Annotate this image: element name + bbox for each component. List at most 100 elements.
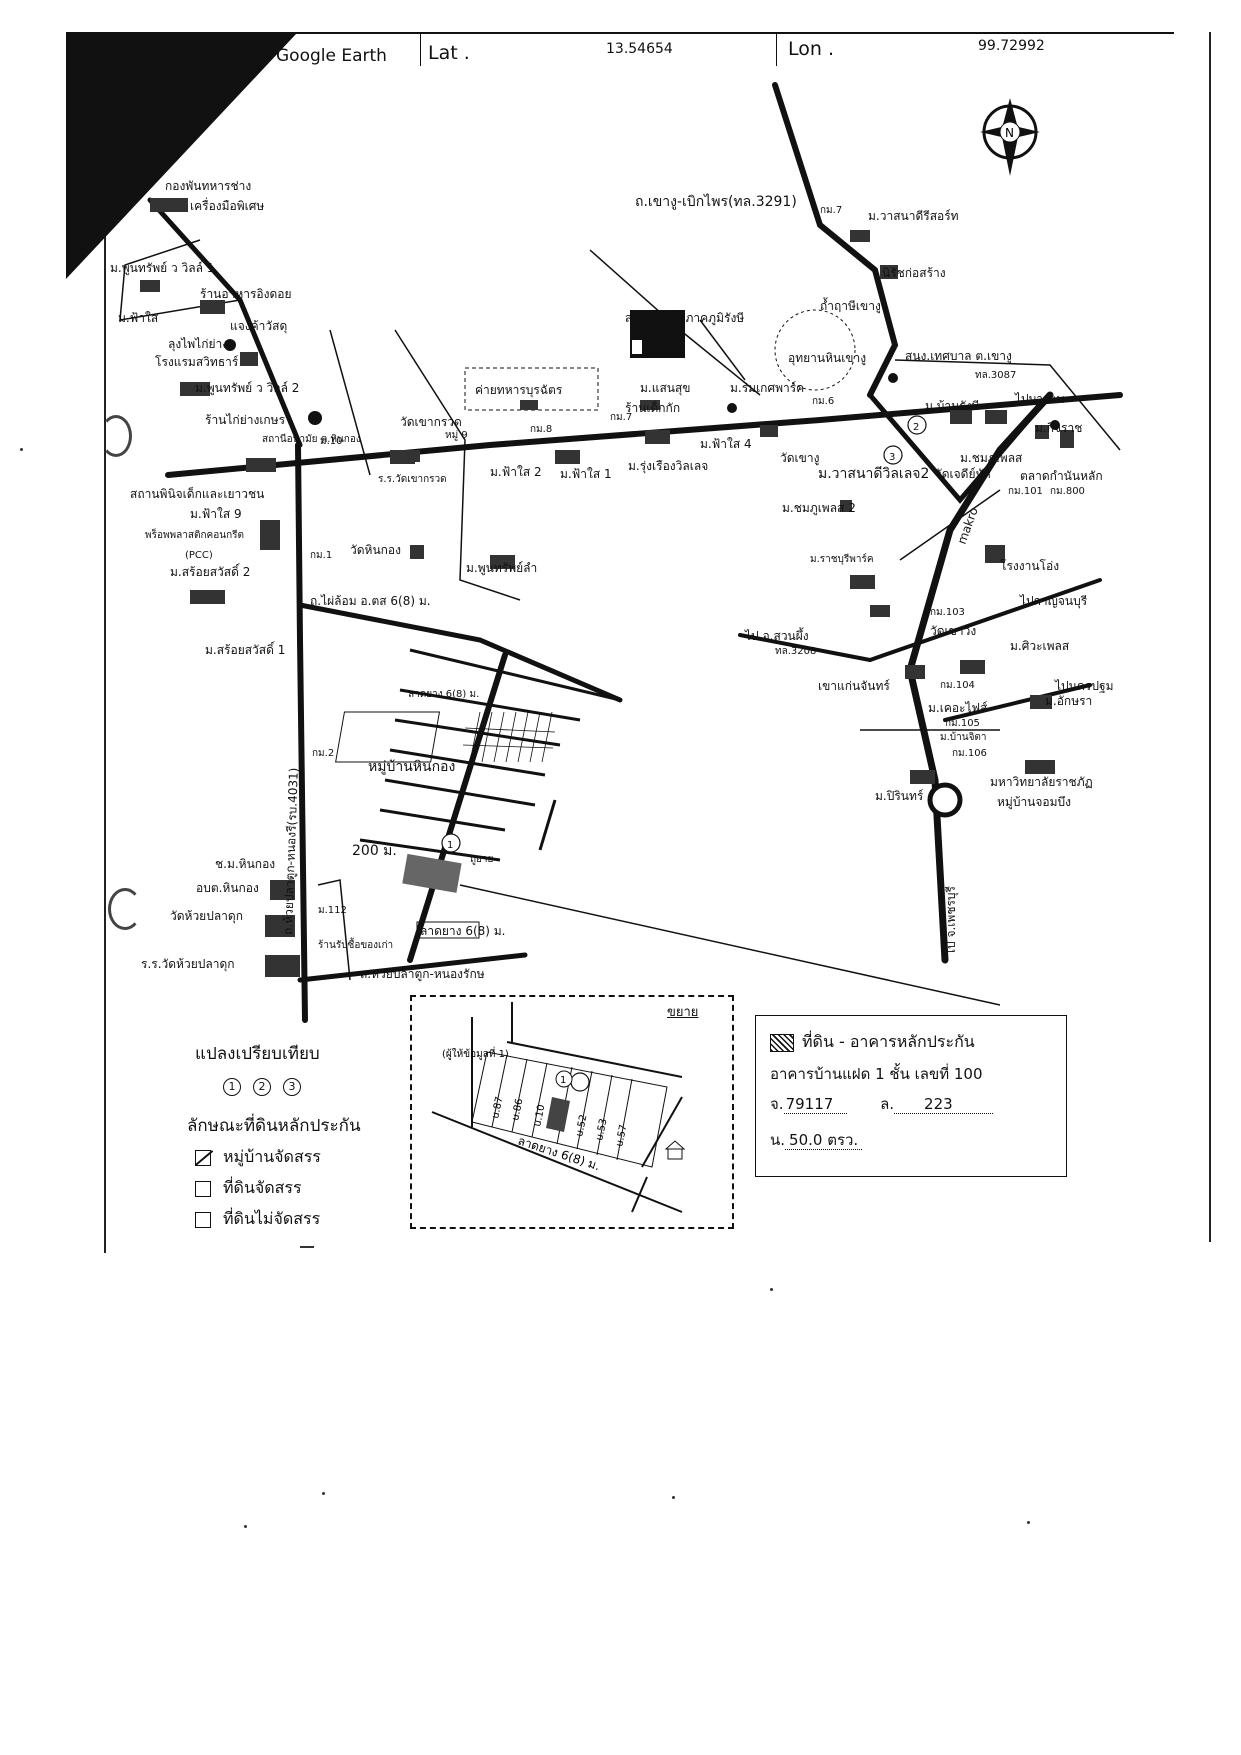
checkbox-icon [195, 1180, 211, 1197]
label-to-phetchaburi: ไป จ.เพชรบุรี [944, 885, 959, 956]
label-km7b: กม.7 [820, 205, 842, 216]
inset-owner: (ผู้ให้ข้อมูลที่ 1) [442, 1046, 509, 1060]
speck [770, 1288, 773, 1291]
lon-value: 99.72992 [978, 38, 1045, 54]
label-road-nongraksa: ถ.หวยปลาตูก-หนองรักษ [360, 967, 485, 982]
checkbox-checked-icon [195, 1149, 211, 1166]
label-lung-kai: ลุงไพไก่ย่าง [168, 337, 228, 352]
north-arrow-icon: N [975, 98, 1045, 176]
label-m112: ม.112 [318, 905, 347, 916]
house-icon [667, 1148, 683, 1160]
label-obt-hinkong: อบต.หินกอง [196, 881, 259, 895]
roundabout [927, 782, 963, 818]
label-pcc-en: (PCC) [185, 550, 213, 561]
label-park: อุทยานหินเขางู [788, 351, 866, 366]
lat-value: 13.54654 [606, 41, 673, 57]
area-label: น. [770, 1131, 786, 1149]
label-paved-main: ลาดยาง 6(8) ม. [420, 924, 506, 938]
label-fahsai4: ม.ฟ้าใส 4 [700, 437, 752, 451]
label-camp-buri: ค่ายทหารบุรฉัตร [475, 383, 563, 398]
checkbox-icon [195, 1211, 211, 1228]
label-wassana-resort: ม.วาสนาดีรีสอร์ท [868, 209, 959, 223]
road-hinkong-south [295, 442, 308, 1023]
inset-subject-parcel [546, 1097, 570, 1132]
label-hotel: โรงแรมสวิทธาร์ [155, 355, 239, 369]
source-label: Google Earth [276, 46, 387, 66]
label-tessaban: สนง.เทศบาล ต.เขางู [905, 349, 1012, 364]
label-wat-khao-ngu: วัดเขางู [780, 451, 819, 466]
label-chombueng: หมู่บ้านจอมบึง [997, 795, 1071, 810]
label-km800: กม.800 [1050, 486, 1085, 497]
inset-plot: u.57 [614, 1124, 629, 1148]
label-chompoo2: ม.ชมภูเพลส 2 [782, 501, 856, 516]
speck [672, 1496, 675, 1499]
label-punsap-lam: ม.พูนทรัพย์ลำ [466, 561, 537, 576]
road-khao-ngu-loop [867, 392, 1053, 504]
deed-value: 79117 [783, 1095, 848, 1114]
label-road-3208: ทล.3208 [775, 646, 816, 657]
lon-cell [776, 34, 777, 66]
label-ban-jita: ม.บ้านจิตา [940, 731, 987, 743]
label-sroy-2: ม.สร้อยสวัสดิ์ 2 [170, 563, 250, 579]
label-km106: กม.106 [952, 748, 987, 759]
label-ratchaburi-park: ม.ราชบุรีพาร์ค [810, 553, 874, 565]
label-km101: กม.101 [1008, 486, 1043, 497]
parcel-label: ล. [880, 1095, 895, 1113]
label-200m: 200 ม. [352, 843, 397, 859]
building-markers [140, 198, 1074, 977]
label-km1: กม.1 [310, 550, 332, 561]
label-km104: กม.104 [940, 680, 975, 691]
road-khao-ngu-north [772, 82, 899, 398]
speck [322, 1492, 325, 1495]
label-chompoo: ม.ชมภูเพลส [960, 451, 1023, 466]
label-road-3087: ทล.3087 [975, 370, 1016, 381]
legend-item-label: ที่ดินจัดสรร [223, 1178, 302, 1197]
label-pirin: ม.ปิรินทร์ [875, 789, 924, 803]
legend-item-label: ที่ดินไม่จัดสรร [223, 1209, 321, 1228]
label-pcc: พร็อพพลาสติกคอนกรีต [145, 527, 244, 541]
info-title-row: ที่ดิน - อาคารหลักประกัน [770, 1030, 975, 1055]
comparable-1-marker: 1 [447, 840, 453, 851]
label-wat-khao-kruat: วัดเขากรวด [400, 415, 462, 429]
label-recycle: ร้านรับซื้อของเก่า [318, 937, 393, 951]
comparable-legend-3: 3 [283, 1078, 301, 1096]
label-wat-khao-wang: วัดเขาวัง [930, 624, 976, 638]
label-road-4031: ถ.ห้วยปลาตูก-หนองรี(รบ.4031) [281, 767, 302, 935]
label-golf: สนามกอล์ฟภาคภูมิรังษี [625, 311, 744, 326]
label-ran-kai: ร้านไก่ย่างเกษร [205, 413, 286, 427]
label-ingdoi: ร้านอาหารอิงดอย [200, 287, 292, 301]
label-fahsai2: ม.ฟ้าใส 2 [490, 465, 542, 479]
label-rr-wat-huay: ร.ร.วัดห้วยปลาดุก [141, 957, 235, 972]
comparable-legend-2: 2 [253, 1078, 271, 1096]
info-area-row: น.50.0 ตรว. [770, 1128, 863, 1152]
lat-cell [420, 34, 421, 66]
inset-map: ขยาย 1 (ผู้ให้ข้อมูลที่ 1) u.87 u.86 u.1… [410, 995, 734, 1229]
legend-item-unallocated: ที่ดินไม่จัดสรร [195, 1207, 425, 1232]
label-ch-hinkong: ช.ม.หินกอง [215, 857, 275, 871]
comparable-legend-1: 1 [223, 1078, 241, 1096]
deed-label: จ. [770, 1095, 784, 1113]
label-km6: กม.6 [812, 396, 834, 407]
road-south-hnongraksa [297, 952, 528, 983]
label-ran-dek: ร้านเด็กกัก [625, 400, 680, 415]
label-m10: ม.10 [320, 436, 343, 447]
label-saensook: ม.แสนสุข [640, 381, 691, 396]
label-punsap-1: ม.พูนทรัพย์ ว วิลล์ 1 [110, 261, 214, 276]
inset-marker: 1 [560, 1075, 566, 1086]
comparables-title: แปลงเปรียบเทียบ [195, 1044, 320, 1064]
label-rr-wat: ร.ร.วัดเขากรวด [378, 474, 447, 485]
label-wat-huay: วัดห้วยปลาดุก [170, 909, 243, 924]
road-suanphung [738, 578, 1102, 663]
label-fahsai: ม.ฟ้าใส [118, 311, 159, 325]
label-km8: กม.8 [530, 424, 552, 435]
legend-item-allocated: ที่ดินจัดสรร [195, 1176, 425, 1201]
hatch-swatch [770, 1033, 794, 1052]
label-station: สถานีอนามัย ต.หินกอง [262, 433, 361, 445]
lat-label: Lat . [428, 42, 470, 64]
village-block-grid [335, 711, 441, 763]
legend-item-village: หมู่บ้านจัดสรร [195, 1145, 425, 1170]
label-km7: กม.7 [610, 412, 632, 423]
label-rungruang: ม.รุ่งเรืองวิลเลจ [628, 459, 708, 474]
label-siwa: ม.ศิวะเพลส [1010, 639, 1070, 653]
